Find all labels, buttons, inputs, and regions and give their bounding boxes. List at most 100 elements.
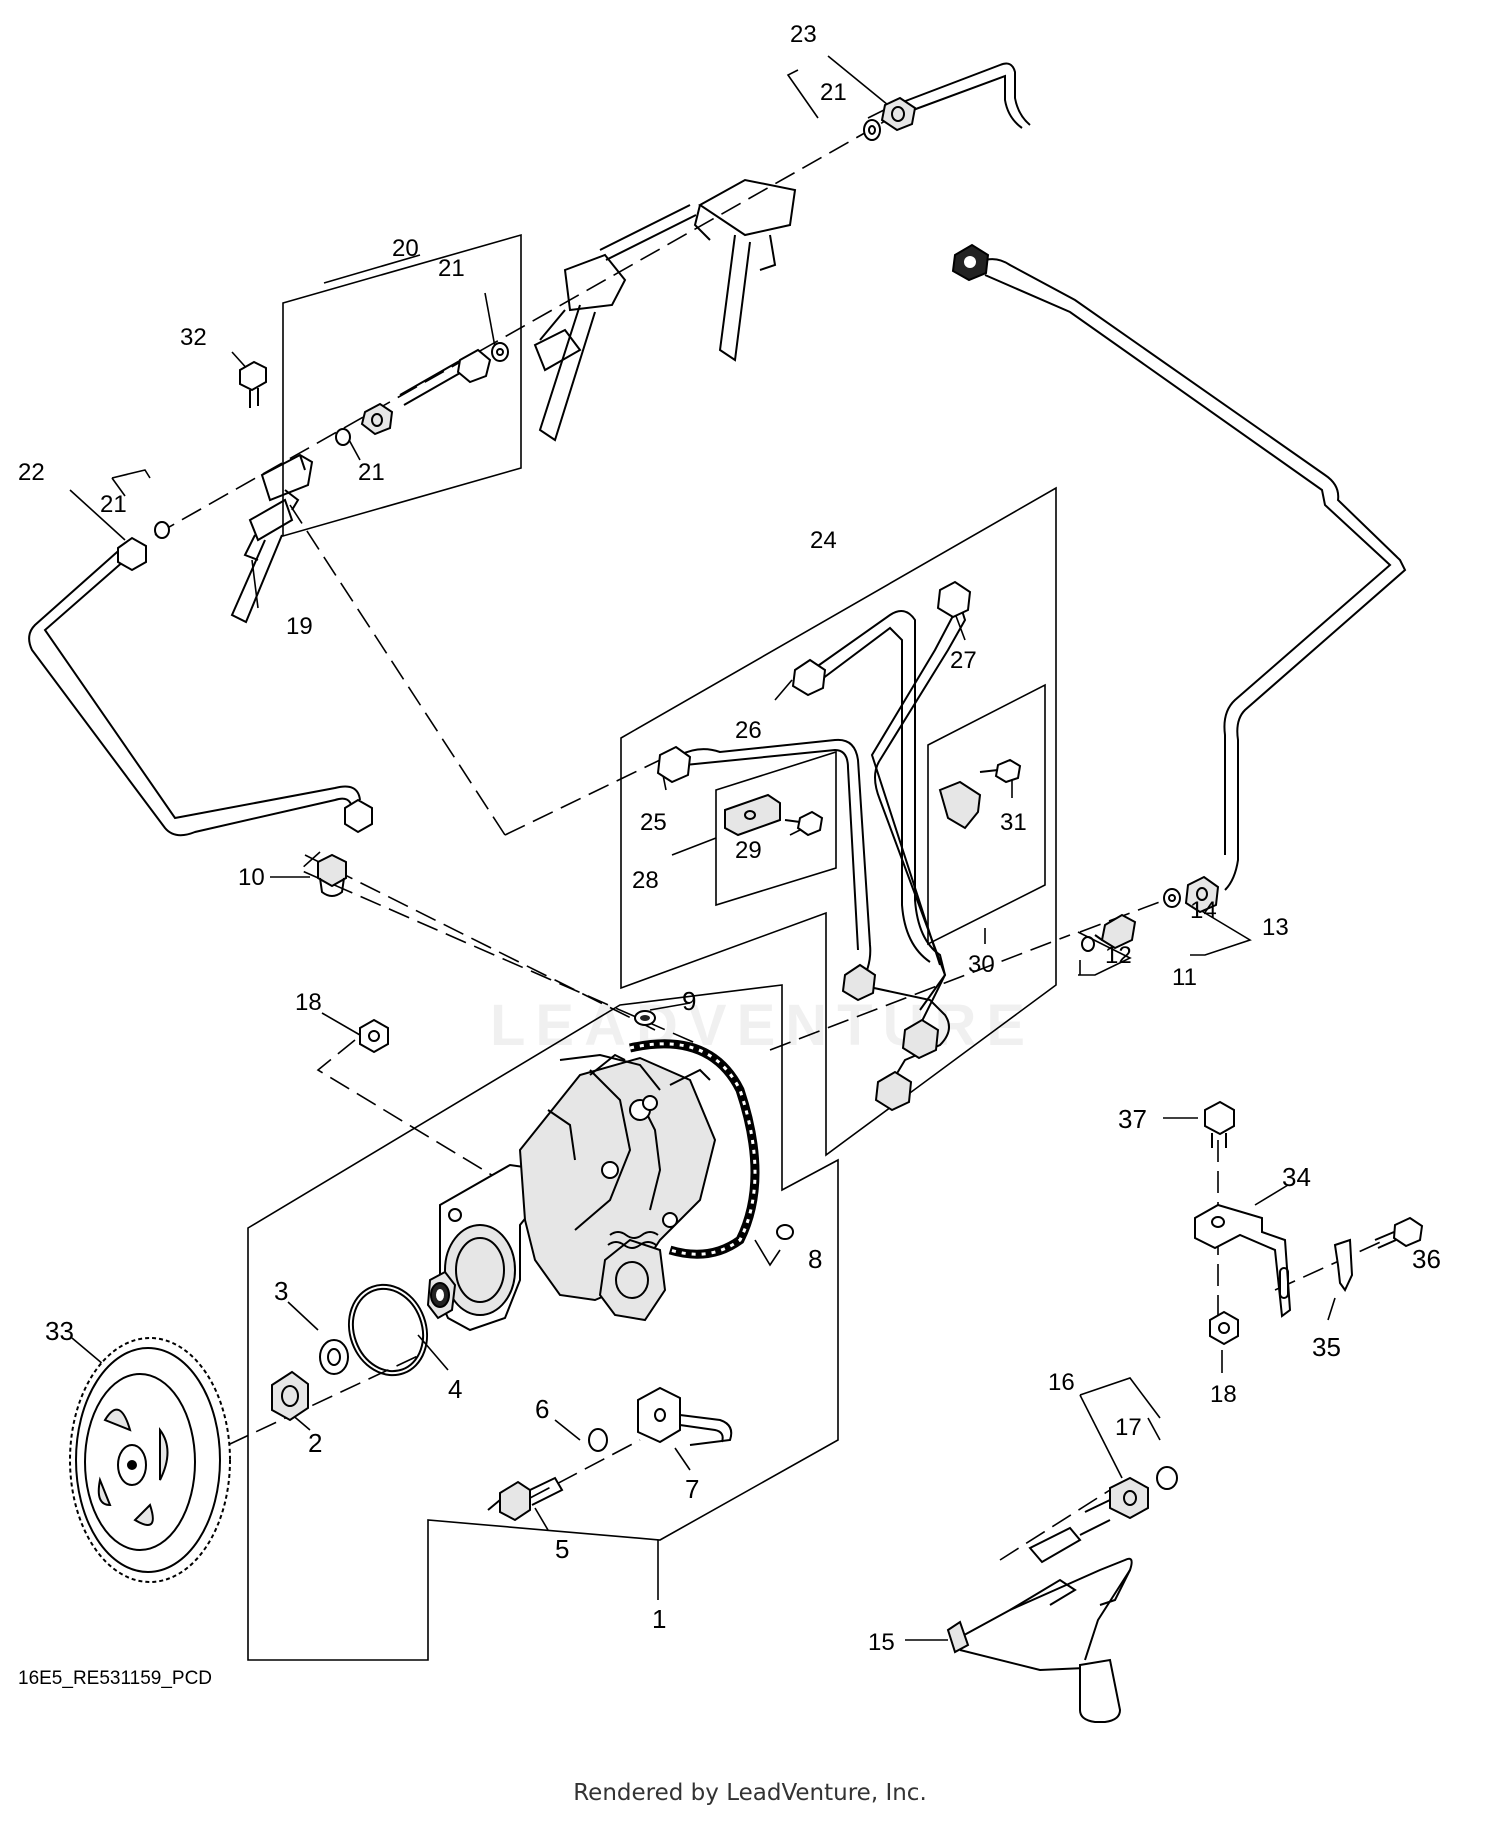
callout-21-lower: 21 [358, 459, 385, 486]
wire-harness [629, 1039, 760, 1259]
group-frame-1 [247, 984, 839, 1661]
callout-21-left: 21 [100, 491, 127, 518]
callout-14: 14 [1190, 897, 1217, 924]
leader-lines [69, 55, 1413, 1641]
callout-15: 15 [868, 1629, 895, 1656]
callout-labels: 1 2 3 4 5 6 7 8 9 10 11 12 13 14 15 16 1… [18, 21, 1441, 1656]
washer-9 [634, 1010, 656, 1026]
delivery-valve-fitting-10 [317, 853, 347, 897]
diagram-code: 16E5_RE531159_PCD [18, 1668, 213, 1689]
pipe-nut-lower-1 [841, 963, 877, 1002]
bolt-36 [1374, 1216, 1424, 1249]
nut-2 [271, 1370, 309, 1422]
pipe-nut-13-top [951, 243, 990, 282]
callout-2: 2 [308, 1428, 322, 1458]
sensor-16 [1084, 1476, 1149, 1520]
callout-26: 26 [735, 717, 762, 744]
pipe-nut-25 [656, 745, 692, 784]
pipe-nut-20-right [456, 348, 492, 384]
callout-19: 19 [286, 613, 313, 640]
callout-7: 7 [685, 1474, 699, 1504]
callout-1: 1 [652, 1604, 666, 1634]
pipe-nut-22-end [344, 798, 373, 834]
callout-29: 29 [735, 837, 762, 864]
pipe-nut-13 [1184, 875, 1220, 914]
callout-34: 34 [1282, 1162, 1311, 1192]
render-credit: Rendered by LeadVenture, Inc. [573, 1780, 927, 1806]
fuel-line-22 [28, 544, 361, 837]
callout-35: 35 [1312, 1332, 1341, 1362]
fitting-11 [1094, 913, 1137, 950]
callout-37: 37 [1118, 1104, 1147, 1134]
bolt-37 [1204, 1100, 1235, 1148]
fitting-nut-23 [880, 96, 917, 132]
callout-23: 23 [790, 21, 817, 48]
injection-nozzles-group [533, 178, 797, 442]
pipe-nut-26 [791, 658, 827, 697]
fuel-line-13 [979, 258, 1407, 891]
plug-8 [776, 1224, 794, 1240]
pipe-nut-22 [117, 536, 147, 572]
pipe-nut-27 [936, 580, 972, 619]
wire-harness-15 [946, 1519, 1133, 1723]
callout-17: 17 [1115, 1414, 1142, 1441]
injection-nozzle-19 [230, 453, 314, 624]
callout-9: 9 [682, 986, 696, 1016]
washer-21-top [863, 119, 881, 141]
callout-22: 22 [18, 459, 45, 486]
injection-pump-body [426, 1053, 717, 1332]
washer-12 [1081, 936, 1095, 952]
group-frame-24 [620, 486, 1057, 1157]
callout-4: 4 [448, 1374, 462, 1404]
washer-21-upper [491, 342, 509, 362]
callout-18-top: 18 [295, 989, 322, 1016]
callout-10: 10 [238, 864, 265, 891]
callout-11: 11 [1172, 964, 1197, 991]
pipe-nut-lower-2 [901, 1018, 940, 1060]
washer-3 [319, 1339, 349, 1375]
callout-5: 5 [555, 1534, 569, 1564]
group-frame-28 [715, 750, 837, 907]
callout-16: 16 [1048, 1369, 1075, 1396]
callout-8: 8 [808, 1244, 822, 1274]
clamp-31 [938, 758, 1022, 830]
callout-21-upper: 21 [438, 255, 465, 282]
callout-21-top: 21 [820, 79, 847, 106]
o-ring-17 [1156, 1466, 1178, 1490]
nut-18-bottom [1209, 1310, 1239, 1346]
clip-35 [1333, 1238, 1354, 1292]
washer-21-lower [335, 428, 351, 446]
drive-gear-33 [69, 1337, 231, 1583]
washer-14 [1163, 888, 1181, 908]
washer-21-left [154, 521, 170, 539]
callout-28: 28 [632, 867, 659, 894]
nut-18-top [359, 1018, 389, 1054]
callout-13: 13 [1262, 914, 1289, 941]
bracket-34 [1194, 1203, 1292, 1318]
sensor-5 [487, 1476, 564, 1522]
callout-3: 3 [274, 1276, 288, 1306]
fuel-line-23 [894, 62, 1031, 129]
callout-6: 6 [535, 1394, 549, 1424]
callout-31: 31 [1000, 809, 1027, 836]
callout-32: 32 [180, 324, 207, 351]
clamp-29 [724, 793, 824, 837]
o-ring-4 [347, 1283, 429, 1377]
callout-20: 20 [392, 235, 419, 262]
group-frame-20 [282, 233, 522, 538]
bolt-32 [239, 360, 267, 408]
callout-33: 33 [45, 1316, 74, 1346]
callout-24: 24 [810, 527, 837, 554]
callout-36: 36 [1412, 1244, 1441, 1274]
pipe-nut-lower-3 [874, 1070, 913, 1112]
pipe-nut-20-left [360, 402, 394, 436]
callout-27: 27 [950, 647, 977, 674]
callout-12: 12 [1105, 942, 1132, 969]
o-ring-6 [588, 1428, 608, 1452]
callout-25: 25 [640, 809, 667, 836]
connector-7 [637, 1386, 733, 1446]
callout-18-bottom: 18 [1210, 1381, 1237, 1408]
callout-30: 30 [968, 951, 995, 978]
fuel-lines-set-24 [679, 597, 967, 1086]
